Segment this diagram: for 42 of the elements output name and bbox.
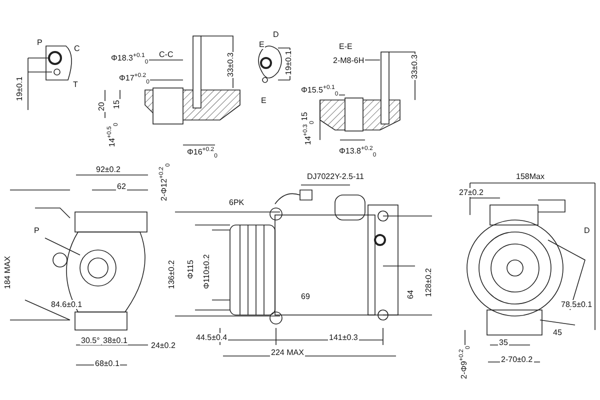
dimension-label: 19±0.1 [284, 50, 293, 76]
dimension-label: E [258, 40, 266, 49]
dimension-label: 158Max [515, 172, 546, 181]
dimension-label: 92±0.2 [95, 165, 122, 174]
dimension-label: E [260, 96, 268, 105]
dimension-label: 27±0.2 [458, 188, 484, 197]
dimension-label: 30.5° [80, 336, 101, 345]
dimension-label: 38±0.1 [102, 336, 128, 345]
dimension-label: 224 MAX [270, 348, 305, 357]
dimension-label: C [73, 44, 81, 53]
dimension-label: 69 [300, 292, 311, 301]
dimension-label: 20 [97, 101, 106, 112]
dimension-label: 24±0.2 [150, 341, 176, 350]
dimension-label: 44.5±0.4 [195, 333, 228, 342]
dimension-label: 33±0.3 [226, 52, 235, 78]
dimension-label: 68±0.1 [94, 359, 120, 368]
dimension-label: P [36, 38, 44, 47]
dimension-label: 2-M8-6H [332, 56, 366, 65]
dimension-label: 15 [112, 99, 121, 110]
dimension-label: C-C [158, 50, 174, 59]
dimension-label: Φ110±0.2 [202, 253, 211, 290]
dimension-label: 6PK [228, 198, 246, 207]
dimension-label: 45 [552, 328, 563, 337]
dimension-label: DJ7022Y-2.5-11 [306, 172, 365, 181]
dimension-label: 62 [116, 182, 127, 191]
dimension-label: 184 MAX [3, 255, 12, 290]
dimension-label: P [33, 226, 40, 235]
dimension-label: 78.5±0.1 [560, 300, 594, 309]
dimension-label: 64 [406, 289, 415, 300]
dimension-label: 141±0.3 [328, 333, 359, 342]
dimension-label: T [72, 80, 79, 89]
dimension-label: 84.6±0.1 [50, 300, 84, 309]
dimension-label: E-E [338, 42, 354, 51]
dimension-label: 19±0.1 [15, 76, 24, 102]
dimension-label: 128±0.2 [424, 267, 433, 298]
dimension-label: 136±0.2 [167, 259, 176, 290]
dimension-label: Φ115 [186, 258, 195, 280]
dimension-label: D [272, 30, 280, 39]
dimension-label: 35 [498, 338, 509, 347]
dimension-label: D [583, 226, 591, 235]
dimension-label: 33±0.3 [410, 54, 419, 80]
dimension-label: 2-70±0.2 [500, 355, 534, 364]
